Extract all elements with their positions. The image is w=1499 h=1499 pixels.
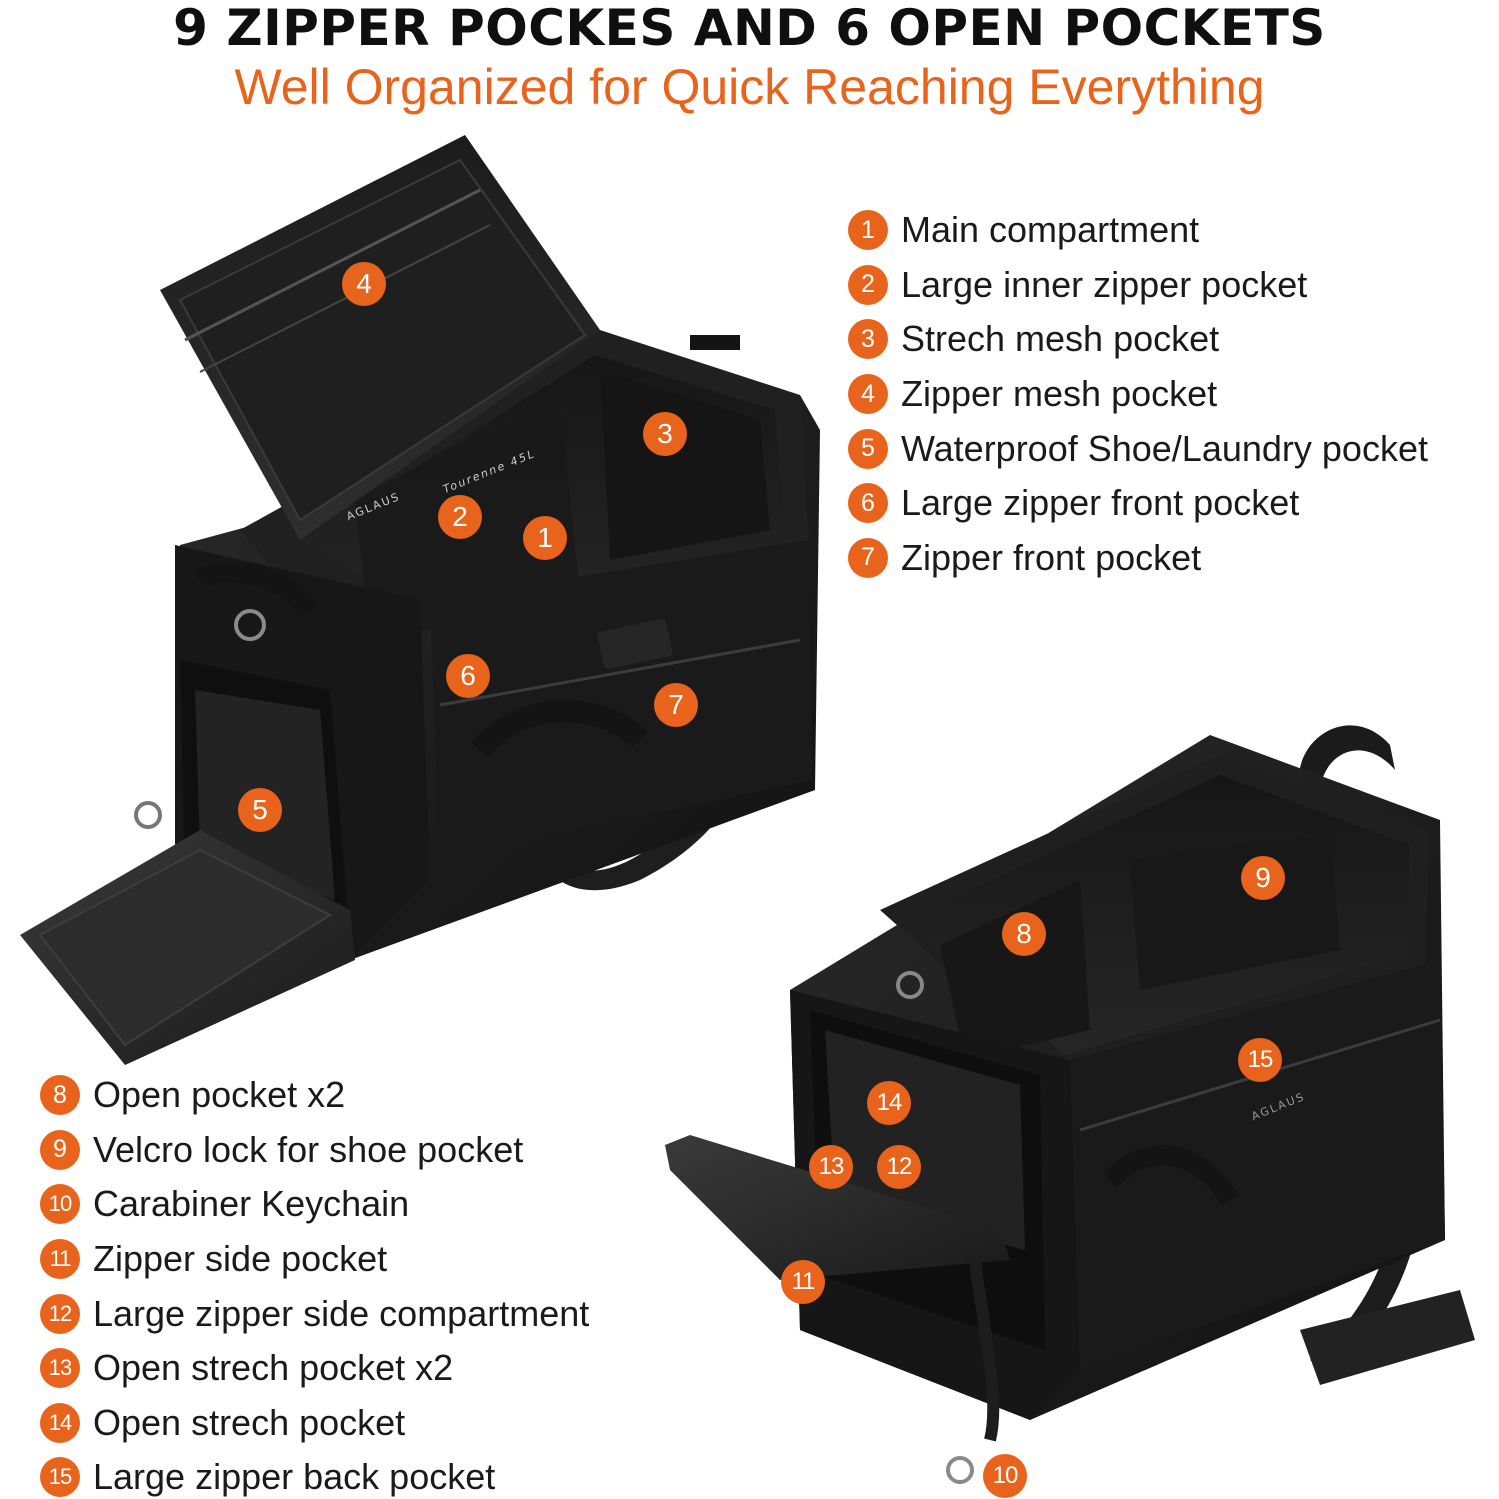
legend-top: 1 Main compartment 2 Large inner zipper po… <box>848 203 1428 585</box>
legend-number-badge: 9 <box>40 1129 80 1170</box>
legend-item: 8 Open pocket x2 <box>40 1068 589 1123</box>
callout-marker-3: 3 <box>643 412 687 456</box>
legend-label: Strech mesh pocket <box>901 318 1220 360</box>
legend-number-badge: 2 <box>848 264 888 305</box>
legend-label: Main compartment <box>901 209 1200 251</box>
bag-one <box>20 135 820 1065</box>
legend-number-badge: 8 <box>40 1075 80 1116</box>
legend-item: 7 Zipper front pocket <box>848 531 1428 586</box>
callout-marker-6: 6 <box>446 654 490 698</box>
legend-number-badge: 7 <box>848 537 888 578</box>
callout-marker-13: 13 <box>809 1145 853 1189</box>
legend-number-badge: 5 <box>848 428 888 469</box>
legend-label: Velcro lock for shoe pocket <box>93 1128 524 1170</box>
callout-marker-1: 1 <box>523 516 567 560</box>
callout-marker-10: 10 <box>983 1454 1027 1498</box>
legend-label: Zipper mesh pocket <box>901 373 1218 415</box>
legend-label: Open strech pocket <box>93 1401 406 1443</box>
legend-number-badge: 6 <box>848 483 888 524</box>
legend-item: 14 Open strech pocket <box>40 1396 589 1451</box>
legend-item: 5 Waterproof Shoe/Laundry pocket <box>848 421 1428 476</box>
bag-brand-print-one: AGLAUS <box>344 489 403 524</box>
legend-label: Open pocket x2 <box>93 1074 346 1116</box>
legend-label: Large zipper side compartment <box>93 1292 590 1334</box>
legend-number-badge: 14 <box>40 1402 80 1443</box>
legend-item: 4 Zipper mesh pocket <box>848 367 1428 422</box>
callout-marker-2: 2 <box>438 495 482 539</box>
subheadline: Well Organized for Quick Reaching Everyt… <box>234 59 1265 115</box>
legend-label: Zipper front pocket <box>901 536 1202 578</box>
bag-model-print: Tourenne 45L <box>441 446 538 497</box>
legend-item: 1 Main compartment <box>848 203 1428 258</box>
legend-label: Large inner zipper pocket <box>901 263 1308 305</box>
callout-marker-14: 14 <box>867 1081 911 1125</box>
legend-number-badge: 11 <box>40 1239 80 1280</box>
legend-bottom: 8 Open pocket x2 9 Velcro lock for shoe po… <box>40 1068 589 1499</box>
legend-item: 2 Large inner zipper pocket <box>848 258 1428 313</box>
callout-marker-8: 8 <box>1002 912 1046 956</box>
legend-label: Large zipper front pocket <box>901 482 1300 524</box>
legend-item: 13 Open strech pocket x2 <box>40 1341 589 1396</box>
callout-marker-7: 7 <box>654 683 698 727</box>
headline: 9 ZIPPER POCKES AND 6 OPEN POCKETS <box>173 0 1326 57</box>
legend-number-badge: 1 <box>848 210 888 251</box>
callout-marker-11: 11 <box>781 1260 825 1304</box>
callout-marker-5: 5 <box>238 788 282 832</box>
legend-item: 12 Large zipper side compartment <box>40 1286 589 1341</box>
callout-marker-12: 12 <box>877 1145 921 1189</box>
legend-label: Open strech pocket x2 <box>93 1347 454 1389</box>
legend-label: Zipper side pocket <box>93 1238 388 1280</box>
legend-label: Carabiner Keychain <box>93 1183 410 1225</box>
legend-item: 15 Large zipper back pocket <box>40 1450 589 1499</box>
callout-marker-9: 9 <box>1241 856 1285 900</box>
callout-marker-15: 15 <box>1238 1038 1282 1082</box>
legend-item: 11 Zipper side pocket <box>40 1232 589 1287</box>
legend-number-badge: 12 <box>40 1293 80 1334</box>
callout-marker-4: 4 <box>342 262 386 306</box>
legend-number-badge: 4 <box>848 374 888 415</box>
legend-item: 9 Velcro lock for shoe pocket <box>40 1123 589 1178</box>
legend-item: 3 Strech mesh pocket <box>848 312 1428 367</box>
legend-label: Waterproof Shoe/Laundry pocket <box>901 427 1428 469</box>
legend-item: 6 Large zipper front pocket <box>848 476 1428 531</box>
legend-number-badge: 10 <box>40 1184 80 1225</box>
bag-brand-print-two: AGLAUS <box>1249 1089 1308 1124</box>
legend-item: 10 Carabiner Keychain <box>40 1177 589 1232</box>
legend-number-badge: 15 <box>40 1457 80 1498</box>
legend-number-badge: 13 <box>40 1348 80 1389</box>
bag-two <box>665 725 1475 1484</box>
legend-label: Large zipper back pocket <box>93 1456 496 1498</box>
legend-number-badge: 3 <box>848 319 888 360</box>
